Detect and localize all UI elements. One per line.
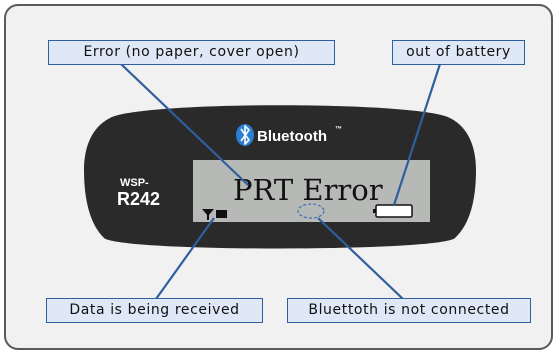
- model-name-line1: WSP-: [120, 177, 149, 189]
- leader-line-bluetooth: [317, 217, 404, 300]
- callout-out-of-battery: out of battery: [392, 40, 525, 65]
- leader-line-error: [120, 63, 249, 186]
- bluetooth-label: Bluetooth: [257, 128, 327, 145]
- callout-bluetooth-not-connected: Bluettoth is not connected: [287, 298, 531, 323]
- battery-icon: [375, 204, 413, 218]
- battery-tip: [373, 209, 376, 213]
- leader-line-battery: [392, 63, 442, 206]
- bluetooth-icon: [236, 124, 254, 146]
- antenna-icon: [202, 209, 227, 220]
- trademark-symbol: ™: [335, 126, 342, 133]
- leader-line-data-received: [155, 217, 215, 300]
- bluetooth-status-indicator: [297, 203, 325, 219]
- lcd-message: PRT Error: [233, 173, 383, 207]
- callout-data-received: Data is being received: [46, 298, 263, 323]
- callout-error: Error (no paper, cover open): [48, 40, 335, 65]
- model-name-line2: R242: [117, 189, 160, 209]
